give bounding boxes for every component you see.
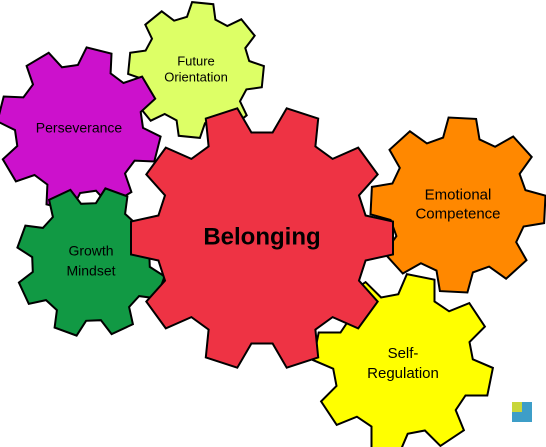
gear-belonging-label-line: Belonging bbox=[203, 223, 320, 250]
corner-logo-icon bbox=[512, 402, 532, 422]
gear-emotional-competence-shape bbox=[369, 116, 546, 294]
logo-block bbox=[522, 402, 532, 406]
gear-growth-mindset-label-line: Mindset bbox=[66, 263, 115, 279]
gear-growth-mindset-label-line: Growth bbox=[68, 243, 113, 259]
gear-perseverance-label-line: Perseverance bbox=[36, 120, 123, 136]
gear-self-regulation-label-line: Self- bbox=[388, 345, 419, 362]
gear-emotional-competence-label-line: Competence bbox=[415, 205, 500, 222]
logo-block bbox=[512, 402, 522, 412]
gear-future-orientation-label-line: Future bbox=[177, 53, 215, 68]
gear-belonging: Belonging bbox=[130, 107, 394, 369]
gear-future-orientation-label-line: Orientation bbox=[164, 69, 228, 84]
gear-belonging-shape bbox=[130, 107, 394, 369]
gear-growth-mindset-shape bbox=[16, 187, 166, 337]
gear-emotional-competence-label-line: Emotional bbox=[425, 186, 492, 203]
gear-perseverance: Perseverance bbox=[0, 46, 162, 212]
logo-block bbox=[522, 406, 532, 412]
gear-self-regulation-label-line: Regulation bbox=[367, 365, 439, 382]
logo-block bbox=[512, 412, 532, 422]
